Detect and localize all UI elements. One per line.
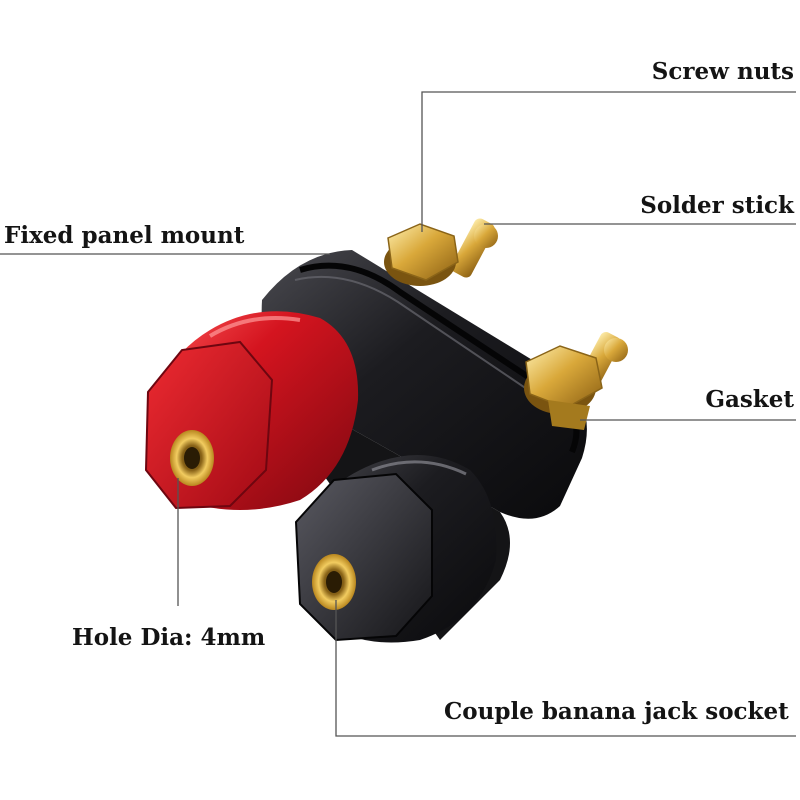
solder-post-upper — [384, 218, 498, 286]
label-couple-socket: Couple banana jack socket — [444, 698, 789, 725]
hex-nut-lower — [525, 345, 603, 409]
label-solder-stick: Solder stick — [640, 192, 794, 219]
gasket-washer — [548, 400, 590, 430]
leader-couple-socket — [335, 600, 796, 737]
black-socket — [294, 455, 497, 643]
hex-nut-upper — [387, 223, 459, 281]
label-hole-dia: Hole Dia: 4mm — [72, 624, 266, 651]
red-socket — [144, 311, 359, 510]
label-gasket: Gasket — [705, 386, 794, 413]
solder-post-lower — [524, 331, 628, 430]
leader-screw-nuts — [421, 91, 796, 232]
label-screw-nuts: Screw nuts — [651, 58, 794, 85]
label-fixed-panel-mount: Fixed panel mount — [4, 222, 245, 249]
leader-lines — [0, 91, 796, 737]
